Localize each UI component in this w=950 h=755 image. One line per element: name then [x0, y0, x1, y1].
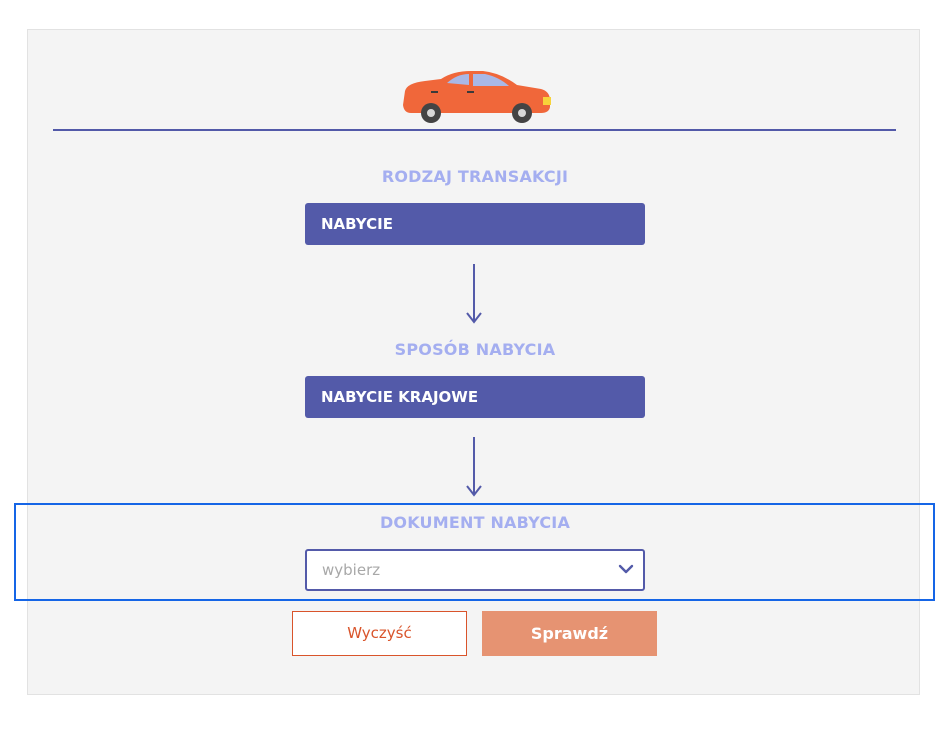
- chevron-down-icon[interactable]: [618, 563, 634, 575]
- focus-highlight-box: [14, 503, 935, 601]
- acquisition-method-heading: SPOSÓB NABYCIA: [394, 340, 556, 359]
- car-icon: [403, 71, 551, 123]
- transaction-type-button[interactable]: NABYCIE: [305, 203, 645, 245]
- arrow-down-icon: [466, 437, 482, 497]
- acquisition-document-select[interactable]: wybierz: [305, 549, 645, 591]
- acquisition-document-heading: DOKUMENT NABYCIA: [379, 513, 571, 532]
- clear-button[interactable]: Wyczyść: [292, 611, 467, 656]
- transaction-type-heading: RODZAJ TRANSAKCJI: [381, 167, 569, 186]
- select-placeholder: wybierz: [322, 561, 381, 579]
- check-button[interactable]: Sprawdź: [482, 611, 657, 656]
- acquisition-method-button[interactable]: NABYCIE KRAJOWE: [305, 376, 645, 418]
- arrow-down-icon: [466, 264, 482, 324]
- divider-line: [53, 129, 896, 131]
